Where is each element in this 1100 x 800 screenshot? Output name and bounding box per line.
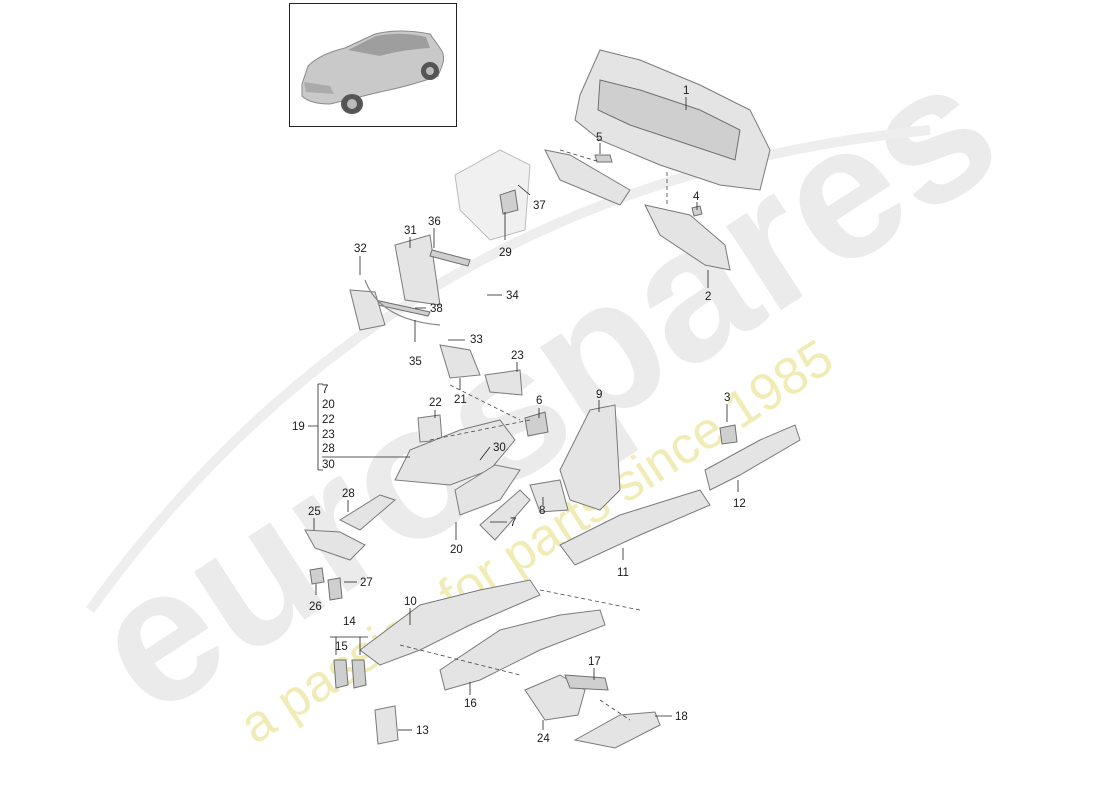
callout-6: 6 [536,395,542,407]
callout-38: 38 [430,303,443,315]
callout-5: 5 [596,132,602,144]
part-2-support [644,204,731,271]
leader-14 [330,636,368,655]
dash-line-18 [599,699,631,721]
part-10-floor-pan [359,579,541,666]
callout-30: 30 [493,442,506,454]
group-19-member-23: 23 [322,429,335,441]
callout-24: 24 [537,733,550,745]
part-18-member [573,711,661,749]
suv-car-icon [301,30,445,114]
callout-8: 8 [539,505,545,517]
leader-30 [479,446,491,461]
part-36-strip [429,249,471,267]
part-16-floor-member [439,609,606,691]
callout-35: 35 [409,356,422,368]
callout-9: 9 [596,389,602,401]
part-21-bracket [439,344,481,379]
part-29-bracket [499,189,519,215]
group-19-member-28: 28 [322,443,335,455]
part-15-bracket [333,659,349,689]
callout-3: 3 [724,392,730,404]
callout-11: 11 [617,567,629,579]
callout-31: 31 [404,225,417,237]
callout-32: 32 [354,243,367,255]
callout-33: 33 [470,334,483,346]
callout-14: 14 [343,616,356,628]
callout-7: 7 [510,517,516,529]
callout-13: 13 [416,725,429,737]
callout-12: 12 [733,498,746,510]
part-27-bracket [327,577,343,601]
callout-20: 20 [450,544,463,556]
part-26-plate [309,567,325,585]
part-7-strut [479,489,531,541]
dash-line-21 [449,384,521,421]
callout-16: 16 [464,698,477,710]
callout-18: 18 [675,711,688,723]
part-25-member [304,529,366,561]
part-8-wheel-arch [529,479,569,513]
callout-25: 25 [308,506,321,518]
leader-19-bracket [308,383,323,471]
group-19-member-22: 22 [322,414,335,426]
part-3-bracket [719,424,738,445]
callout-29: 29 [499,247,512,259]
callout-21: 21 [454,394,467,406]
callout-15: 15 [335,641,348,653]
group-19-member-7: 7 [322,384,328,396]
watermark-swoosh [85,125,931,613]
callout-28: 28 [342,488,355,500]
leader-37 [517,184,531,196]
callout-36: 36 [428,216,441,228]
callout-37: 37 [533,200,546,212]
part-30-member [454,464,521,516]
part-inner-wheelhouse [394,419,516,486]
callout-26: 26 [309,601,322,613]
part-35-cable [364,279,441,326]
callout-4: 4 [693,191,700,203]
callout-23: 23 [511,350,524,362]
callout-10: 10 [404,596,417,608]
dash-line-22-6 [429,419,531,441]
callout-17: 17 [588,656,601,668]
dash-line-10-16 [539,589,641,611]
part-6-bracket [524,411,549,437]
vehicle-thumbnail [289,3,457,127]
part-13-bracket [374,705,399,745]
part-29-area [454,149,531,241]
part-plenum-left [544,149,631,206]
group-19-member-20: 20 [322,399,335,411]
callout-34: 34 [506,290,519,302]
part-35-bracket [349,289,386,331]
part-11-rocker [559,489,711,566]
part-17-strip [564,674,609,691]
part-12-sill [704,424,801,491]
part-1-detail [597,79,741,161]
part-28-bracket [338,494,396,531]
group-19-number: 19 [292,421,305,433]
callout-2: 2 [705,291,711,303]
part-14-bracket [351,659,367,689]
group-19-member-30: 30 [322,459,335,471]
callout-1: 1 [683,85,689,97]
part-23-bracket [484,369,523,396]
callout-22: 22 [429,397,442,409]
part-5-bracket [594,154,613,163]
part-31-panel [394,234,441,306]
part-9-a-pillar [559,404,621,511]
callout-27: 27 [360,577,373,589]
